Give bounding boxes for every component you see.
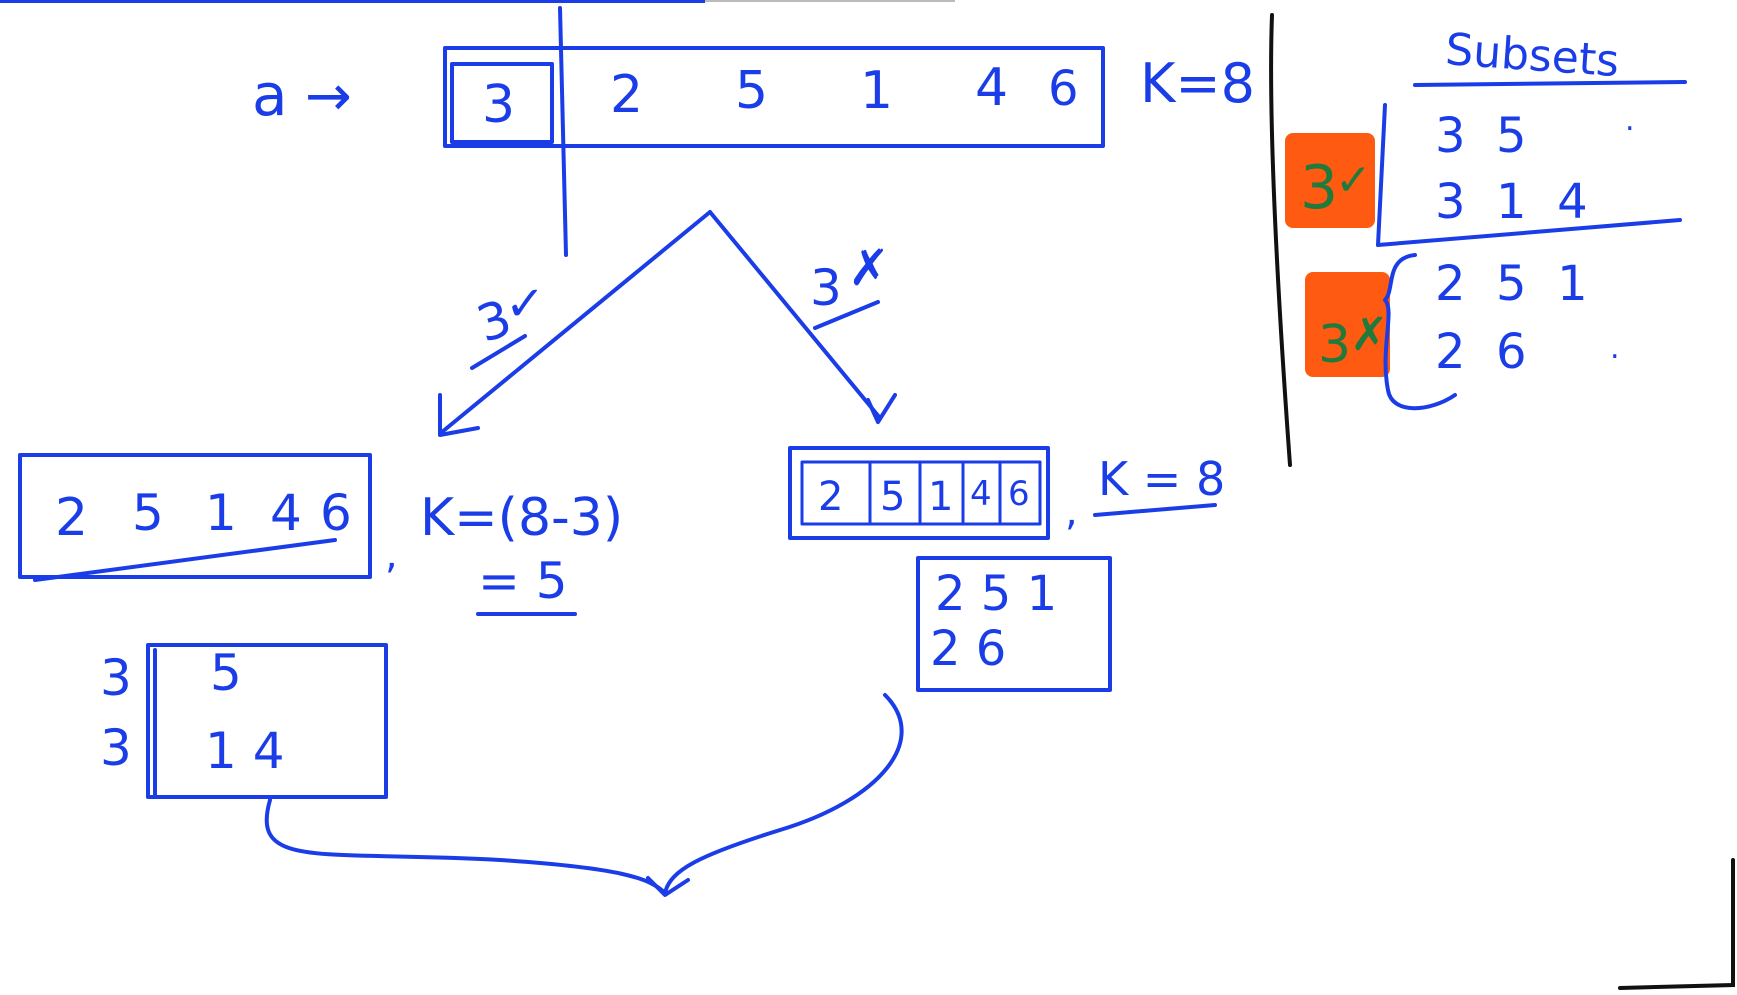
corner-mark: [1618, 858, 1735, 990]
branch-left-line: [440, 210, 712, 434]
right-result-row: 2 6: [930, 621, 1006, 677]
right-sub-array-box: [788, 446, 1050, 540]
branch-right-mark: ✗: [848, 239, 890, 297]
with3-tag-number: 3: [1300, 153, 1338, 223]
subset-row: 2 6: [1435, 324, 1527, 380]
left-sub-value: 1: [205, 484, 237, 542]
branch-right-underline: [813, 300, 880, 330]
right-sub-separator: ,: [1065, 489, 1078, 535]
top-array-value: 5: [735, 61, 768, 121]
right-sub-value: 2: [818, 474, 843, 520]
merge-arrowhead: [646, 876, 690, 897]
left-sub-value: 6: [320, 484, 352, 542]
subset-row: 3 5: [1435, 108, 1527, 164]
merge-curve-left: [264, 798, 667, 895]
array-arrow: →: [305, 64, 352, 129]
left-sub-value: 2: [55, 488, 88, 548]
left-sub-value: 5: [132, 484, 164, 542]
left-sub-separator: ,: [385, 532, 398, 578]
top-array-value: 2: [610, 65, 643, 125]
right-result-box: [916, 556, 1112, 692]
left-result-row: 1 4: [205, 722, 285, 780]
branch-left-arrowhead: [438, 393, 480, 437]
branch-left-mark: ✓: [505, 276, 545, 332]
panel-divider: [1269, 13, 1292, 467]
top-array-value: 3: [482, 75, 515, 135]
subsets-title-underline: [1413, 80, 1687, 87]
top-array-box: [443, 46, 1105, 148]
without3-tag-number: 3: [1318, 315, 1351, 375]
with3-group-underline: [1376, 218, 1682, 247]
branch-right-line: [708, 210, 882, 420]
left-k-result: = 5: [478, 552, 568, 610]
top-array-first-cell: [450, 62, 554, 144]
left-result-box: [146, 643, 388, 799]
top-array-value: 4: [975, 58, 1008, 118]
left-result-prefix: 3: [100, 719, 132, 777]
subset-row-dot: .: [1625, 103, 1635, 138]
top-array-split-line: [558, 6, 568, 257]
without3-tag-highlight: [1305, 272, 1390, 377]
subset-row-dot: .: [1610, 331, 1620, 366]
right-k-label: K = 8: [1098, 452, 1225, 506]
left-sub-value: 4: [270, 484, 302, 542]
top-array-value: 6: [1048, 61, 1079, 117]
right-sub-value: 1: [928, 474, 953, 520]
with3-tag-mark: ✓: [1335, 155, 1372, 206]
without3-group-brace: [1383, 253, 1457, 411]
with3-tag-highlight: [1285, 133, 1375, 228]
top-k-label: K=8: [1140, 52, 1255, 115]
subset-row: 3 1 4: [1435, 174, 1588, 230]
right-sub-value: 5: [880, 474, 905, 520]
array-label: a: [252, 61, 288, 129]
left-k-expression: K=(8-3): [420, 488, 623, 548]
top-array-value: 1: [860, 61, 893, 121]
right-sub-value: 4: [970, 474, 992, 514]
without3-tag-mark: ✗: [1350, 307, 1389, 361]
left-sub-underline: [33, 538, 337, 582]
left-sub-array-box: [18, 453, 372, 579]
branch-left-underline: [470, 334, 527, 370]
with3-group-bracket: [1376, 103, 1387, 247]
subset-row: 2 5 1: [1435, 256, 1588, 312]
right-k-underline: [1093, 503, 1217, 517]
right-result-row: 2 5 1: [935, 566, 1057, 622]
left-result-prefix: 3: [100, 649, 132, 707]
branch-right-arrowhead: [866, 393, 897, 424]
left-result-row: 5: [210, 644, 242, 702]
subsets-title: Subsets: [1444, 24, 1621, 87]
right-sub-value: 6: [1008, 474, 1030, 514]
merge-curve-right: [663, 693, 904, 895]
branch-right-label: 3: [810, 259, 842, 317]
